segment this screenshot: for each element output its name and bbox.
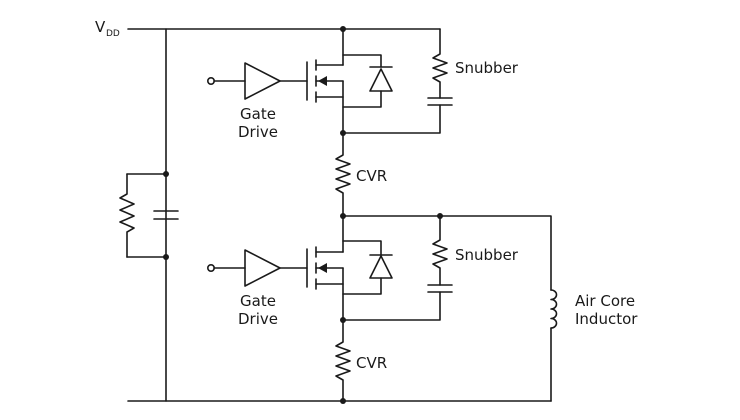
air-core-inductor [550, 289, 558, 329]
inductor-label-1: Air Core [575, 292, 635, 310]
low-body-arrow [318, 263, 327, 273]
low-cvr-resistor [335, 319, 351, 402]
high-cvr-resistor [335, 132, 351, 217]
bulk-rc-bank [119, 173, 179, 258]
junction-dot [340, 317, 346, 323]
vdd-label-subscript: DD [106, 29, 120, 39]
low-side-mosfet [306, 215, 344, 321]
low-cvr-label: CVR [356, 354, 387, 372]
low-snubber-label: Snubber [455, 246, 519, 264]
junction-dot [437, 213, 443, 219]
low-snubber [342, 215, 453, 321]
vdd-label-main: V [95, 18, 106, 36]
low-gate-label-1: Gate [240, 292, 276, 310]
high-gate-label-2: Drive [238, 123, 278, 141]
high-body-arrow [318, 76, 327, 86]
junction-dot [340, 213, 346, 219]
high-cvr-label: CVR [356, 167, 387, 185]
junction-dot [340, 398, 346, 404]
switch-node-bus [342, 215, 552, 402]
high-side-stage: Snubber Gate Drive CVR [207, 28, 519, 217]
high-snubber-label: Snubber [455, 59, 519, 77]
junction-dots [163, 26, 443, 404]
bleed-resistor [119, 173, 135, 258]
high-snubber [342, 28, 453, 134]
junction-dot [340, 26, 346, 32]
low-side-stage: Snubber Gate Drive CVR [207, 215, 519, 402]
high-body-diode [342, 54, 393, 108]
high-side-mosfet [306, 28, 344, 134]
junction-dot [163, 171, 169, 177]
low-gate-label-2: Drive [238, 310, 278, 328]
high-gate-label-1: Gate [240, 105, 276, 123]
vdd-rail [127, 28, 441, 402]
bulk-capacitor [153, 210, 179, 220]
junction-dot [340, 130, 346, 136]
low-body-diode [342, 240, 393, 295]
high-gate-driver-triangle [244, 62, 281, 100]
low-gate-driver-triangle [244, 249, 281, 287]
junction-dot [163, 254, 169, 260]
inductor-label-2: Inductor [575, 310, 638, 328]
